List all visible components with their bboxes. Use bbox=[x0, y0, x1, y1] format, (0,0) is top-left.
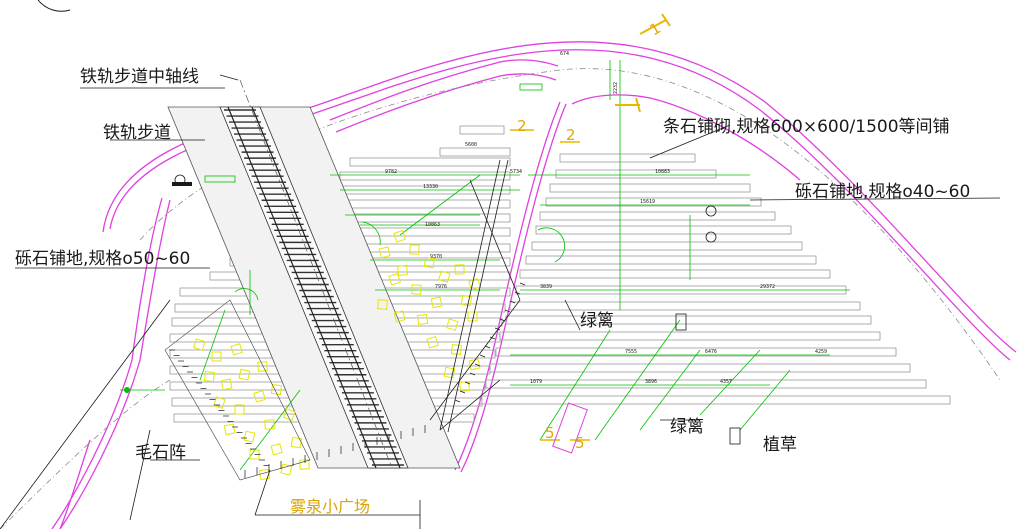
rubble-stone bbox=[409, 244, 420, 255]
rubble-zone bbox=[164, 299, 311, 481]
dim-4259: 4259 bbox=[815, 349, 827, 355]
rubble-stone bbox=[423, 256, 436, 269]
outline-lines bbox=[0, 87, 1001, 529]
dim-7976: 7976 bbox=[435, 284, 447, 290]
dim-6476: 6476 bbox=[705, 349, 717, 355]
dim-9782: 9782 bbox=[385, 169, 397, 175]
label-hedge-2: 绿篱 bbox=[670, 417, 704, 437]
label-gravel-left: 砾石铺地,规格ο50~60 bbox=[15, 249, 190, 269]
rubble-stone bbox=[282, 408, 296, 421]
rubble-stone bbox=[230, 343, 243, 356]
rubble-stone bbox=[393, 229, 407, 243]
dim-9370: 9370 bbox=[430, 254, 442, 260]
rubble-stone bbox=[430, 296, 443, 309]
edge-tick bbox=[469, 372, 476, 376]
rubble-stone bbox=[203, 371, 215, 383]
edge-tick bbox=[479, 354, 486, 358]
edge-tick bbox=[459, 390, 466, 394]
section-mark-2a: 2 bbox=[517, 117, 527, 135]
rubble-stones bbox=[193, 229, 481, 481]
section-symbols bbox=[510, 13, 671, 454]
dim-5734: 5734 bbox=[510, 169, 522, 175]
angle-arcs bbox=[234, 221, 566, 301]
dim-13330: 13330 bbox=[423, 184, 438, 190]
rubble-stone bbox=[270, 443, 283, 456]
rubble-stone bbox=[290, 436, 303, 449]
rubble-stone bbox=[234, 404, 245, 415]
marker-symbols bbox=[124, 83, 741, 445]
centerline-curve-lower bbox=[0, 379, 171, 529]
edge-tick bbox=[509, 300, 516, 304]
dim-674: 674 bbox=[560, 51, 569, 57]
dim-15619: 15619 bbox=[640, 199, 655, 205]
edge-tick bbox=[454, 399, 461, 403]
dim-4357: 4357 bbox=[720, 379, 732, 385]
rubble-stone bbox=[238, 368, 251, 381]
rubble-stone bbox=[253, 390, 266, 403]
rubble-stone bbox=[446, 318, 459, 331]
dim-10883: 10883 bbox=[655, 169, 670, 175]
rubble-stone bbox=[460, 294, 473, 307]
label-gravel-right: 砾石铺地,规格ο40~60 bbox=[795, 182, 970, 202]
rubble-stone bbox=[257, 361, 268, 372]
rubble-stone bbox=[443, 366, 456, 379]
rubble-stone bbox=[211, 351, 222, 362]
label-grass: 植草 bbox=[763, 435, 797, 455]
label-hedge-1: 绿篱 bbox=[580, 311, 614, 331]
edge-tick bbox=[484, 345, 491, 349]
dim-1079: 1079 bbox=[530, 379, 542, 385]
rubble-stone bbox=[220, 378, 233, 391]
rubble-stone bbox=[243, 430, 256, 443]
rubble-stone bbox=[426, 336, 439, 349]
edge-tick bbox=[464, 381, 471, 385]
rubble-stone bbox=[388, 272, 402, 286]
rubble-stone bbox=[280, 463, 293, 476]
rubble-stone bbox=[193, 338, 206, 351]
rubble-stone bbox=[411, 284, 422, 295]
rubble-stone bbox=[213, 396, 226, 409]
edge-tick bbox=[519, 282, 526, 286]
rubble-stone bbox=[270, 383, 283, 396]
rubble-stone bbox=[378, 246, 391, 259]
rubble-stone bbox=[299, 459, 310, 470]
rubble-stone bbox=[468, 358, 481, 371]
rubble-stone bbox=[451, 344, 462, 355]
section-mark-5b: 5 bbox=[575, 434, 585, 452]
axis-leader bbox=[219, 74, 239, 81]
dimension-lines bbox=[120, 60, 850, 471]
rubble-stone bbox=[438, 270, 451, 283]
label-rubble-array: 毛石阵 bbox=[135, 443, 186, 463]
rail-walkway bbox=[167, 79, 461, 469]
dim-10863: 10863 bbox=[425, 222, 440, 228]
dim-2232: 2232 bbox=[613, 82, 619, 94]
dim-29372: 29372 bbox=[760, 284, 775, 290]
label-stone-strips: 条石铺砌,规格600×600/1500等间铺 bbox=[663, 117, 950, 137]
dim-3896: 3896 bbox=[645, 379, 657, 385]
section-mark-2b: 2 bbox=[566, 126, 576, 144]
edge-ticks bbox=[169, 282, 526, 478]
edge-tick bbox=[474, 363, 481, 367]
rubble-stone bbox=[416, 313, 429, 326]
rubble-stone bbox=[377, 299, 388, 310]
rubble-stone bbox=[264, 419, 275, 430]
dim-3839: 3839 bbox=[540, 284, 552, 290]
north-arrow-fragment bbox=[37, 0, 71, 12]
rubble-stone bbox=[396, 264, 409, 277]
rubble-stone bbox=[223, 423, 236, 436]
rubble-stone bbox=[393, 310, 406, 323]
dim-5600: 5600 bbox=[465, 142, 477, 148]
rubble-stone bbox=[459, 380, 471, 392]
dim-7555: 7555 bbox=[625, 349, 637, 355]
edge-tick bbox=[494, 327, 501, 331]
edge-tick bbox=[489, 336, 496, 340]
section-mark-5a: 5 bbox=[545, 424, 555, 442]
label-plaza: 雾泉小广场 bbox=[290, 497, 370, 516]
label-rail-axis: 铁轨步道中轴线 bbox=[80, 67, 199, 87]
label-rail-path: 铁轨步道 bbox=[103, 123, 171, 143]
rubble-stone bbox=[454, 264, 465, 275]
edge-tick bbox=[504, 309, 511, 313]
